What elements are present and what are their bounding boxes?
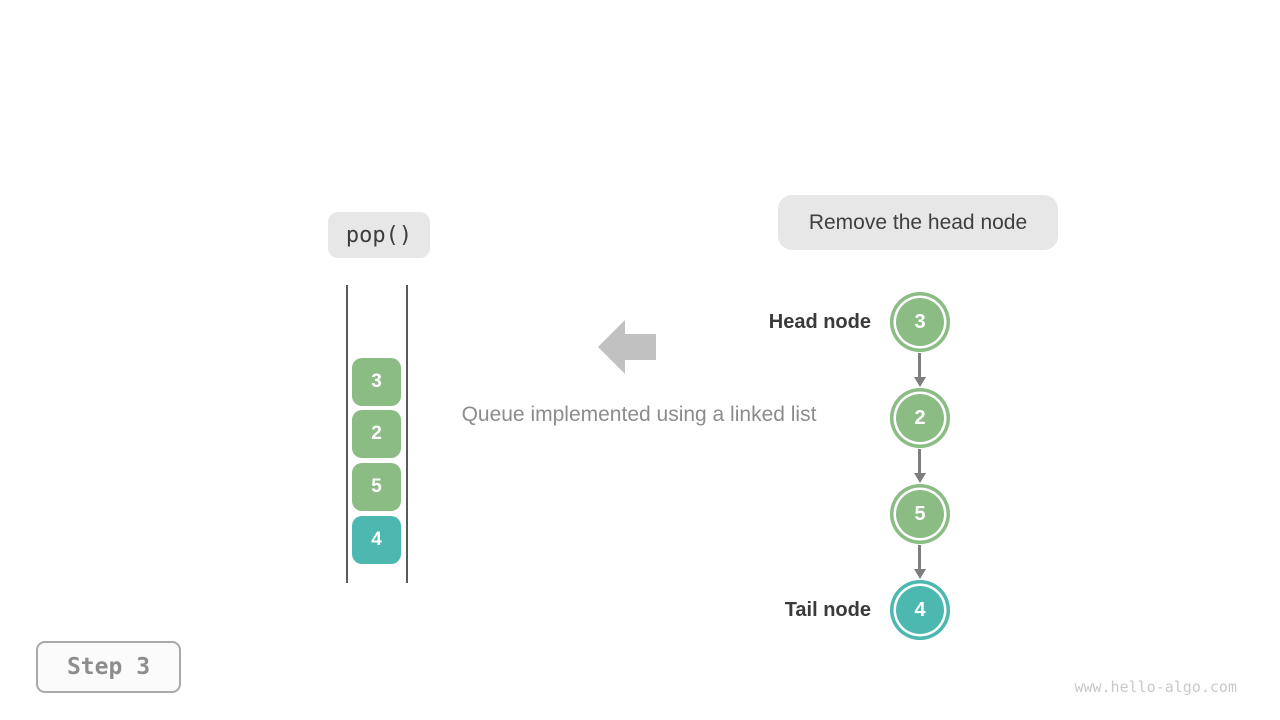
left-arrow-icon [598,320,656,374]
watermark-text: www.hello-algo.com [1074,678,1237,696]
arrow-down-icon [913,545,926,579]
stack-item: 4 [352,516,401,564]
annotation-bubble: Remove the head node [778,195,1058,250]
caption-text: Queue implemented using a linked list [461,403,817,426]
list-node: 3 [890,292,950,352]
queue-channel-left-line [346,285,348,583]
list-node: 4 [890,580,950,640]
arrow-down-icon [913,449,926,483]
arrow-down-icon [913,353,926,387]
pop-operation-label: pop() [328,212,430,258]
stack-item: 5 [352,463,401,511]
list-node: 2 [890,388,950,448]
stack-item: 3 [352,358,401,406]
head-node-label: Head node [768,311,871,333]
stack-item: 2 [352,410,401,458]
tail-node-label: Tail node [784,599,871,621]
queue-channel-right-line [406,285,408,583]
step-badge: Step 3 [36,641,181,693]
list-node: 5 [890,484,950,544]
